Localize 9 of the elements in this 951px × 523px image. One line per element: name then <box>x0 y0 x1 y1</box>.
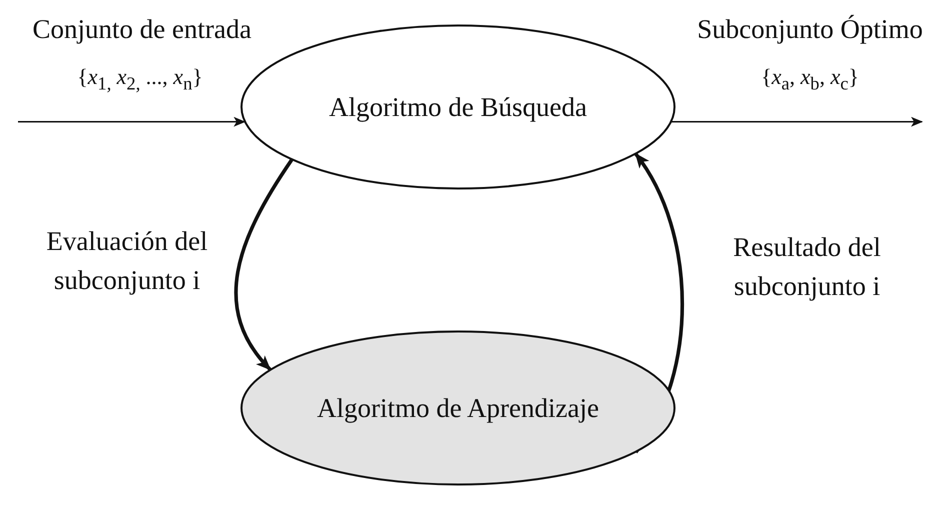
output-set-formula: {x$_{a}$, x$_{b}$, x$_{c}$} <box>760 64 860 94</box>
input-label: Conjunto de entrada <box>32 14 252 45</box>
output-label: Subconjunto Óptimo <box>696 14 924 45</box>
node-label: Algoritmo de Aprendizaje <box>317 392 599 424</box>
arrow <box>234 158 294 371</box>
arrow <box>671 116 923 127</box>
input-set-formula: {x$_{1,}$ x$_{2,}$ ..., x$_{n}$} <box>76 64 204 94</box>
node-label: Algoritmo de Búsqueda <box>329 92 587 122</box>
arrow <box>18 116 246 127</box>
